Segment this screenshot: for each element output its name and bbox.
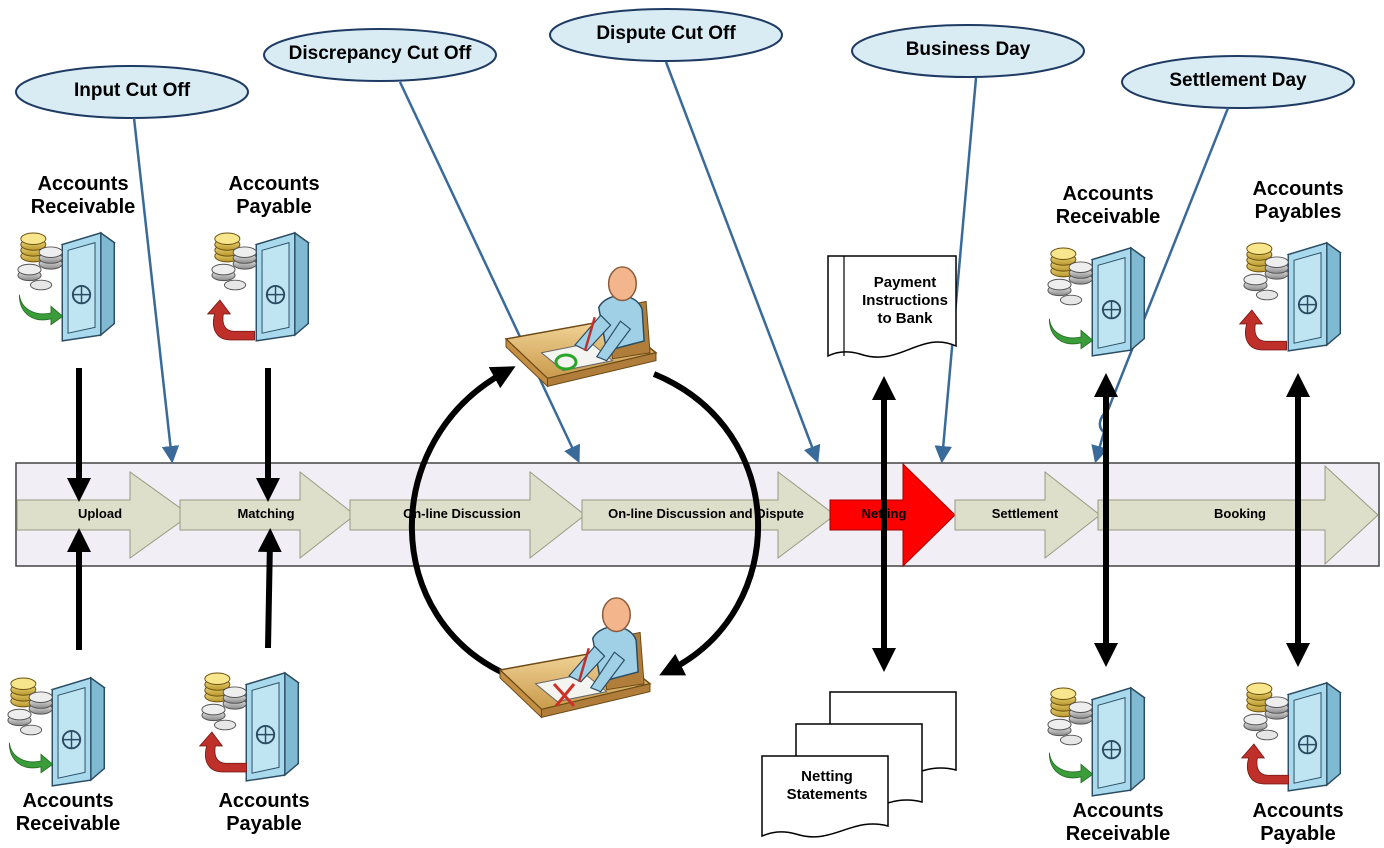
pointer-input <box>132 117 180 464</box>
label-bot-accounts-payable-2: Accounts Payable <box>1252 800 1344 845</box>
reject-mark-icon <box>552 682 576 708</box>
callout-input-cut-off: Input Cut Off <box>73 80 191 101</box>
label-top-accounts-payables-2: Accounts Payables <box>1252 178 1344 223</box>
loop-right-arc <box>652 371 761 676</box>
document-icons <box>761 255 957 838</box>
document-icon-payment-instructions <box>827 255 957 358</box>
label-bot-accounts-payable-1: Accounts Payable <box>218 790 310 835</box>
step-settlement-shape <box>954 470 1101 560</box>
label-netting-statements: Netting Statements <box>786 768 868 803</box>
callout-input-shape <box>15 65 249 119</box>
callout-discrepancy-cut-off: Discrepancy Cut Off <box>288 43 472 64</box>
callout-discrepancy-shape <box>263 28 497 82</box>
flow-arrows <box>67 368 1310 672</box>
label-payment-instructions: Payment Instructions to Bank <box>862 274 948 327</box>
callout-settlement-shape <box>1121 55 1355 109</box>
discussion-loop <box>408 366 761 679</box>
pointer-business <box>934 77 978 464</box>
label-bot-accounts-receivable-1: Accounts Receivable <box>15 790 121 835</box>
callout-business-day: Business Day <box>905 39 1031 60</box>
callout-dispute-shape <box>549 8 783 62</box>
step-booking-shape <box>1097 464 1379 566</box>
callout-settlement-day: Settlement Day <box>1169 70 1307 91</box>
step-netting: Netting <box>861 506 907 521</box>
arrow-ap1-up <box>257 528 282 649</box>
step-settlement: Settlement <box>991 506 1059 521</box>
pointer-dispute <box>664 61 821 464</box>
step-online-discussion: On-line Discussion <box>403 506 521 521</box>
label-top-accounts-payable-1: Accounts Payable <box>228 173 320 218</box>
pointer-discrepancy <box>398 81 580 464</box>
step-upload-shape <box>16 471 191 559</box>
cutoff-callouts <box>15 8 1355 119</box>
approve-mark-icon <box>554 353 578 371</box>
step-online-discussion-and-dispute: On-line Discussion and Dispute <box>608 506 804 521</box>
document-icon-netting-front <box>761 755 889 838</box>
label-bot-accounts-receivable-2: Accounts Receivable <box>1065 800 1171 845</box>
loop-left-arc <box>408 366 516 679</box>
step-matching-shape <box>179 470 356 560</box>
step-online-discussion-shape <box>349 470 586 560</box>
step-online-discussion-dispute-shape <box>581 470 836 560</box>
step-upload: Upload <box>77 506 123 521</box>
label-top-accounts-receivable-1: Accounts Receivable <box>30 173 136 218</box>
callout-business-shape <box>851 24 1085 78</box>
step-matching: Matching <box>237 506 295 521</box>
callout-dispute-cut-off: Dispute Cut Off <box>596 23 736 44</box>
step-booking: Booking <box>1214 506 1266 521</box>
label-top-accounts-receivable-2: Accounts Receivable <box>1055 183 1161 228</box>
person-desk-icons <box>498 265 658 719</box>
